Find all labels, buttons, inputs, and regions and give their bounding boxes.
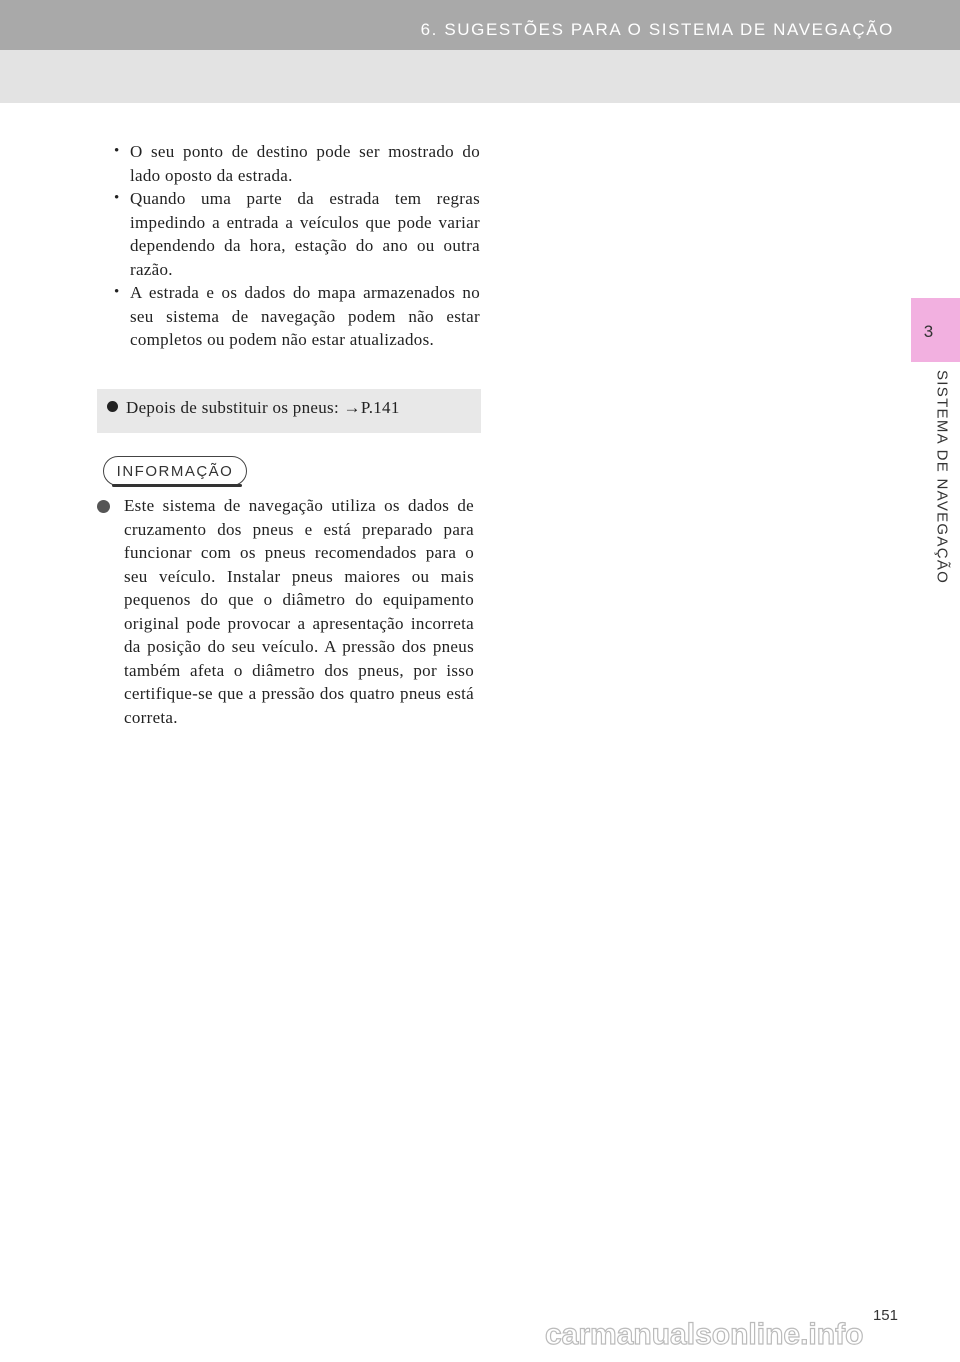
chapter-label-text: SISTEMA DE NAVEGAÇÃO [933,370,951,585]
info-label: INFORMAÇÃO [103,456,247,486]
list-item: • Quando uma parte da estrada tem regras… [108,187,480,281]
bullet-dot-icon: • [114,190,120,206]
chapter-label: SISTEMA DE NAVEGAÇÃO [932,370,952,630]
page-number: 151 [872,1307,898,1324]
chapter-tab[interactable]: 3 [911,298,960,362]
filled-circle-icon [107,401,118,412]
chapter-number: 3 [923,322,934,341]
info-underline [112,484,242,487]
watermark-text: carmanualsonline.info [545,1318,863,1351]
info-label-text: INFORMAÇÃO [116,463,234,480]
reference-box: Depois de substituir os pneus: →P.141 [97,389,481,433]
watermark-logo: carmanualsonline.info [545,1318,864,1352]
list-item: • O seu ponto de destino pode ser mostra… [108,140,480,187]
list-item-text: Quando uma parte da estrada tem regras i… [130,189,480,279]
list-item: • A estrada e os dados do mapa armazenad… [108,281,480,352]
info-bullet-icon [97,500,110,513]
header-subbar [0,50,960,103]
bullet-dot-icon: • [114,284,120,300]
section-title: 6. SUGESTÕES PARA O SISTEMA DE NAVEGAÇÃO [420,20,894,39]
bullet-dot-icon: • [114,143,120,159]
reference-link[interactable]: Depois de substituir os pneus: →P.141 [126,398,400,417]
header-bar: 6. SUGESTÕES PARA O SISTEMA DE NAVEGAÇÃO [0,0,960,50]
list-item-text: O seu ponto de destino pode ser mostrado… [130,142,480,185]
bullet-list: • O seu ponto de destino pode ser mostra… [108,140,480,352]
list-item-text: A estrada e os dados do mapa armazenados… [130,283,480,349]
info-paragraph: Este sistema de navegação utiliza os dad… [124,496,474,727]
